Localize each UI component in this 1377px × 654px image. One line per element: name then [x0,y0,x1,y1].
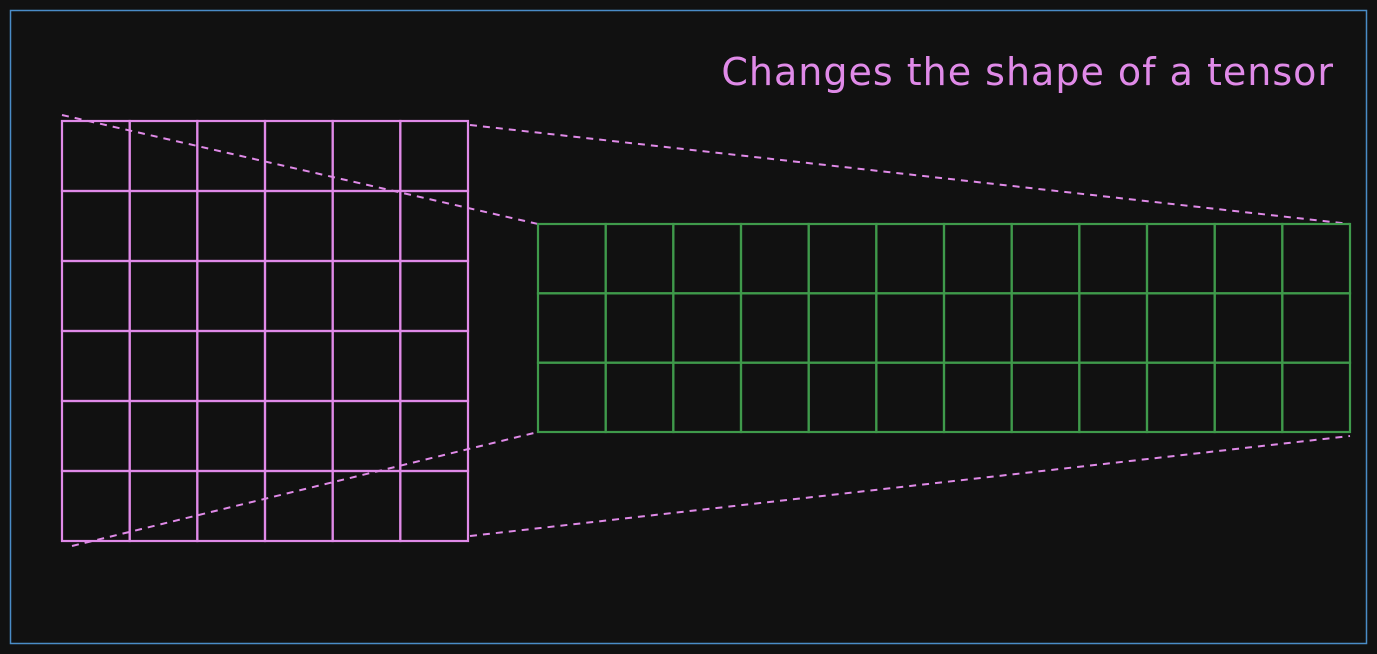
target-tensor-grid-3x12 [536,222,1352,434]
connector-bottom-left [71,431,539,547]
connector-top-left [61,114,539,225]
diagram-title: Changes the shape of a tensor [721,50,1334,94]
target-tensor-cell [1281,361,1352,434]
connector-bottom-right [469,435,1351,537]
source-tensor-cell [399,469,470,543]
source-tensor-grid-6x6 [60,119,470,543]
connector-lines [61,114,1351,547]
connector-top-right [469,124,1351,225]
diagram-frame [9,9,1368,645]
